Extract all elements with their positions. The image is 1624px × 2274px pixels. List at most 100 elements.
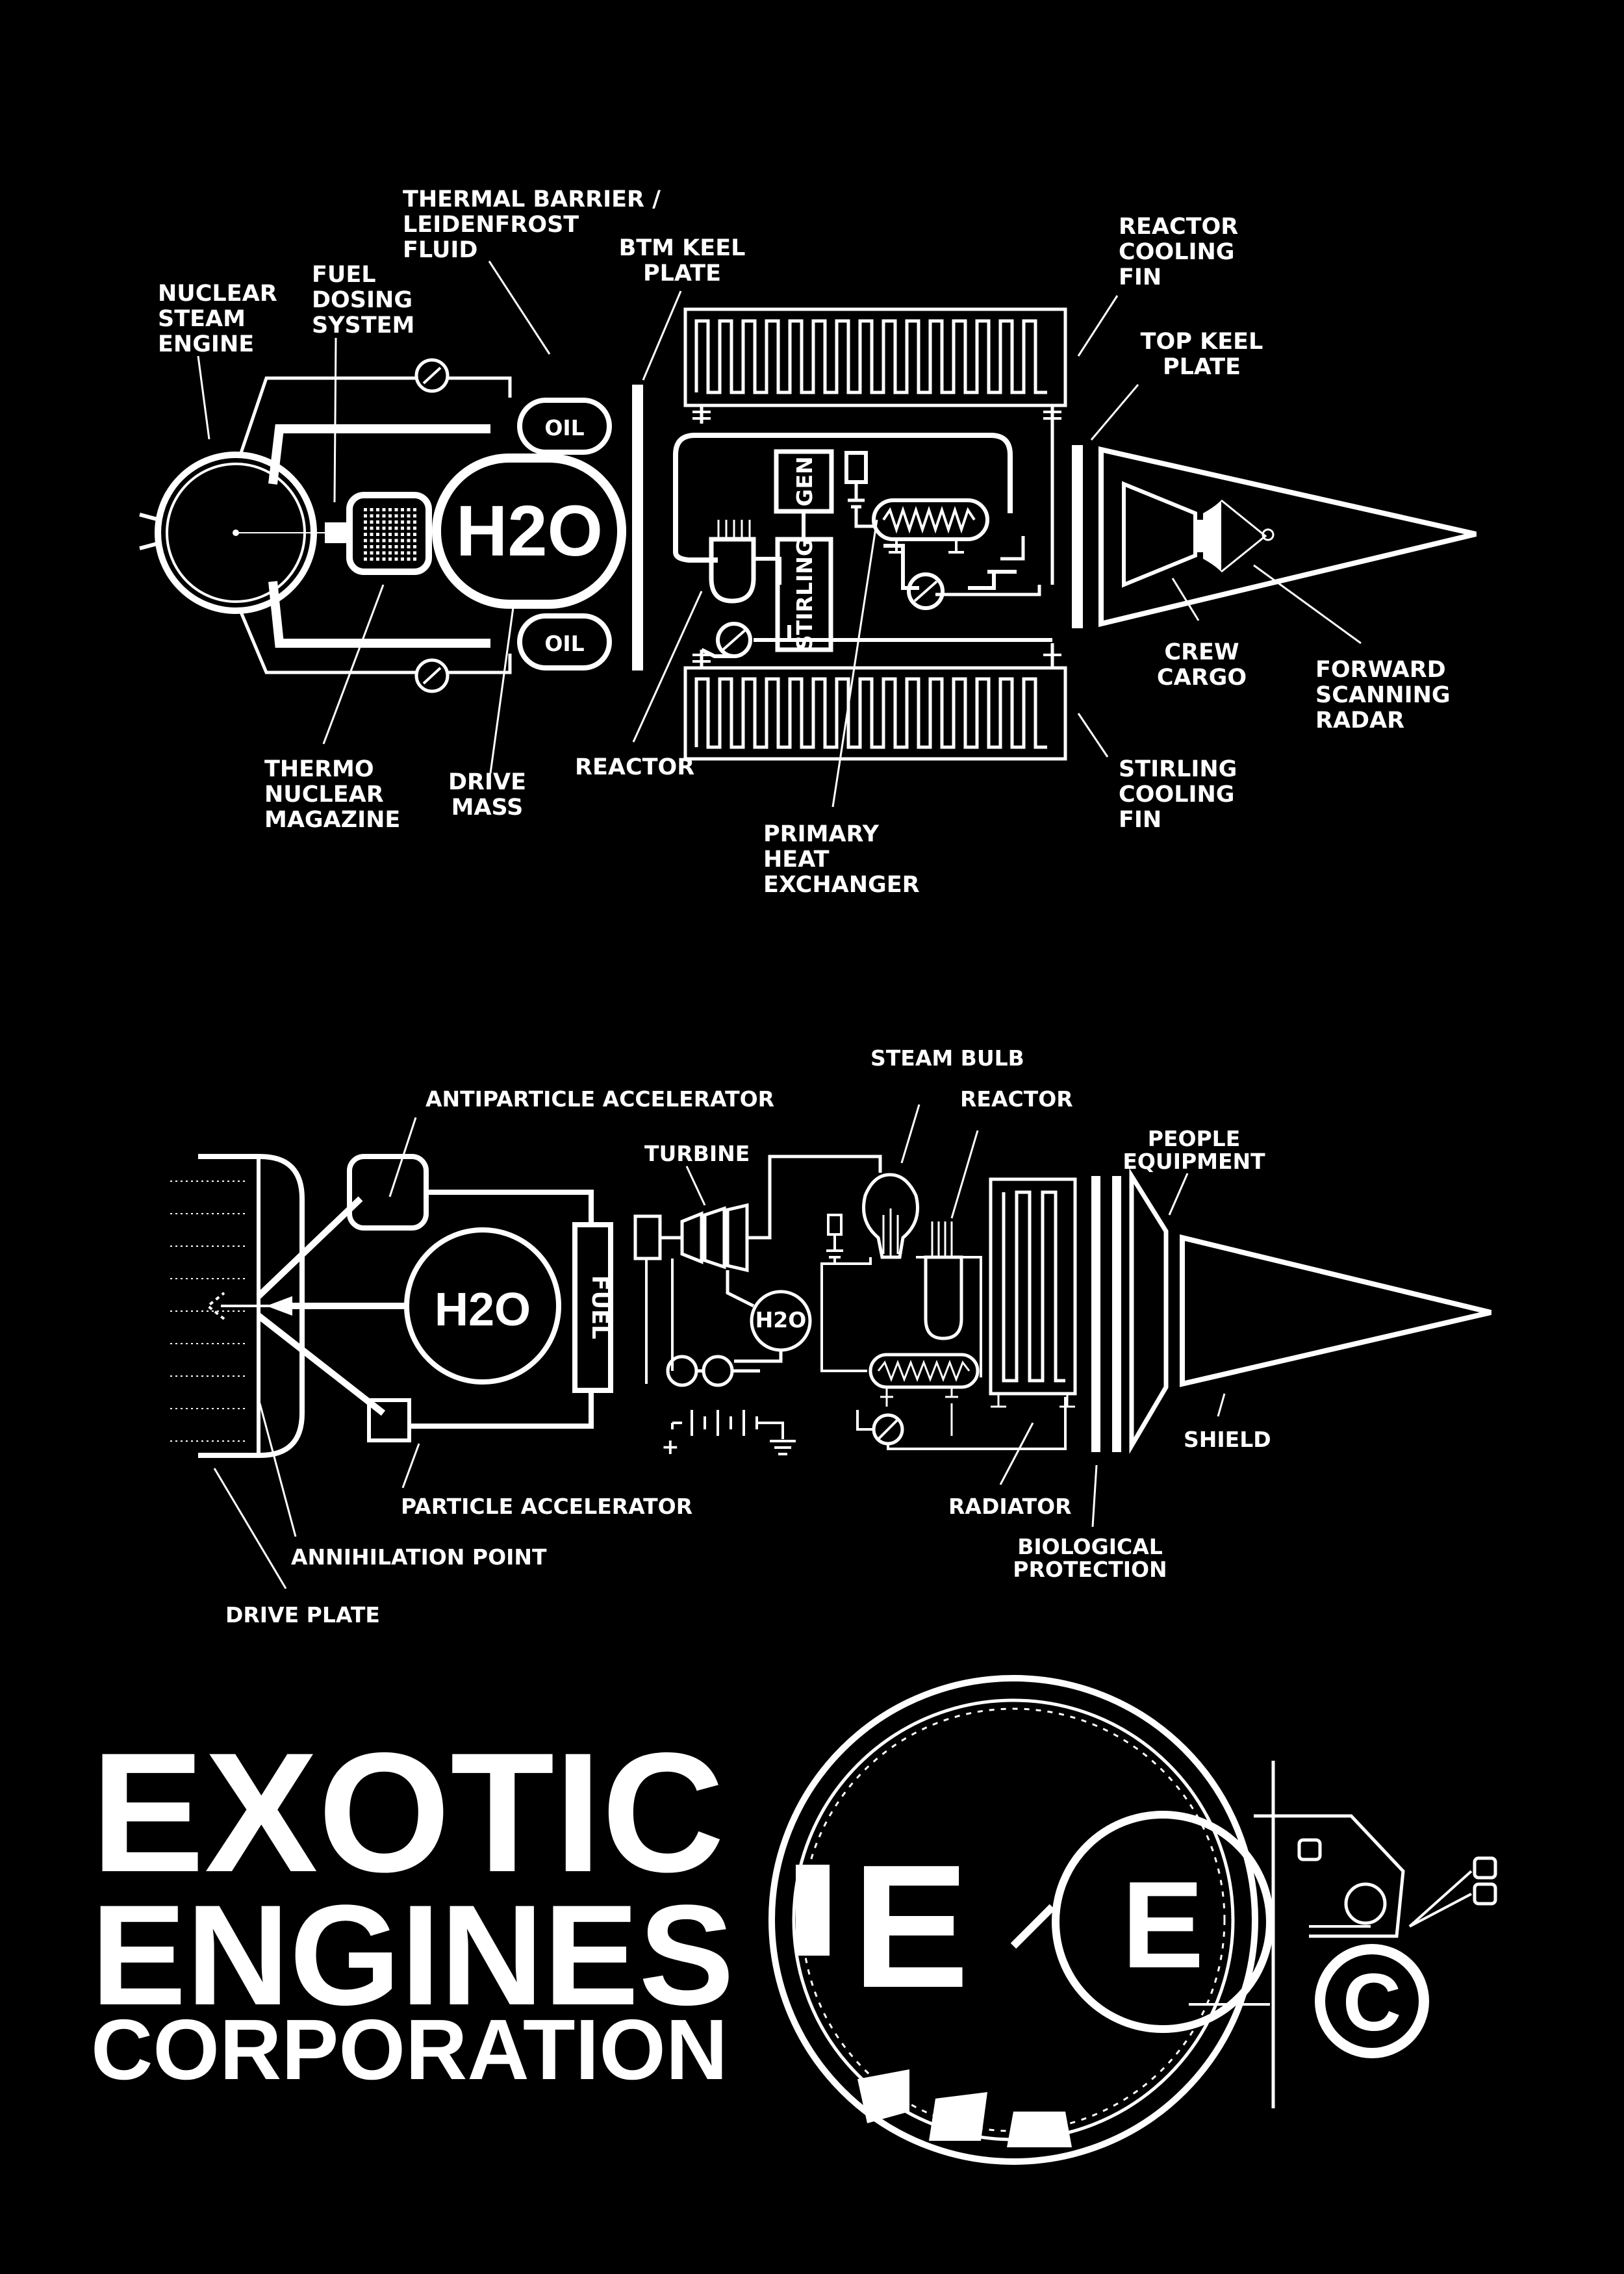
- label-btm-keel-plate: BTM KEEL PLATE: [619, 235, 746, 287]
- pump-left: [716, 622, 752, 658]
- label-people-equipment: PEOPLE EQUIPMENT: [1123, 1126, 1265, 1174]
- brand-line-engines: ENGINES: [91, 1875, 734, 2035]
- h2o-small-label: H2O: [755, 1307, 807, 1333]
- svg-text:BIOLOGICAL: BIOLOGICAL: [1017, 1534, 1163, 1559]
- logo-copyright-c: C: [1343, 1958, 1401, 2048]
- svg-text:EQUIPMENT: EQUIPMENT: [1123, 1149, 1265, 1174]
- h2o-tank-label: H2O: [456, 491, 603, 571]
- svg-text:PLATE: PLATE: [643, 261, 721, 287]
- radiator: [989, 1177, 1077, 1408]
- diagram-nuclear-steam: H2O OIL OIL: [139, 186, 1477, 898]
- h2o-tank: H2O: [432, 454, 626, 609]
- svg-text:FORWARD: FORWARD: [1315, 657, 1446, 683]
- label-antiparticle-accelerator: ANTIPARTICLE ACCELERATOR: [425, 1086, 774, 1112]
- fuel-tank: FUEL: [572, 1222, 613, 1393]
- svg-text:TOP KEEL: TOP KEEL: [1141, 329, 1263, 355]
- heater-element: [844, 451, 989, 554]
- label-forward-scanning-radar: FORWARD SCANNING RADAR: [1315, 657, 1451, 734]
- ee-logo: E E C: [768, 1675, 1497, 2165]
- svg-text:MASS: MASS: [451, 795, 524, 821]
- svg-text:CREW: CREW: [1164, 639, 1239, 665]
- svg-text:FIN: FIN: [1119, 264, 1161, 290]
- svg-text:COOLING: COOLING: [1119, 782, 1235, 808]
- oil-top-label: OIL: [544, 415, 584, 441]
- battery-ground-icon: +: [661, 1410, 796, 1459]
- label-particle-accelerator: PARTICLE ACCELERATOR: [401, 1494, 692, 1519]
- svg-text:FLUID: FLUID: [403, 237, 477, 263]
- label-radiator: RADIATOR: [948, 1494, 1072, 1519]
- svg-text:FUEL: FUEL: [312, 262, 376, 288]
- switch-icon: [820, 1214, 872, 1372]
- svg-text:NUCLEAR: NUCLEAR: [264, 782, 384, 808]
- svg-text:+: +: [661, 1434, 679, 1459]
- label-thermo-nuclear-magazine: THERMO NUCLEAR MAGAZINE: [264, 756, 400, 833]
- reactor-element-2: [916, 1221, 982, 1377]
- stirling-engine: STIRLING: [775, 511, 833, 652]
- svg-text:EXCHANGER: EXCHANGER: [763, 872, 920, 898]
- logo-letter-e2: E: [1122, 1856, 1204, 1994]
- label-reactor-2: REACTOR: [960, 1086, 1073, 1112]
- particle-accelerator: [367, 1398, 411, 1442]
- top-keel-plate: [1072, 445, 1083, 628]
- stirling-cooling-fin: [683, 666, 1067, 761]
- brand-line-corporation: CORPORATION: [91, 2002, 728, 2097]
- label-crew-cargo: CREW CARGO: [1157, 639, 1247, 691]
- h2o-tank-2: H2O: [404, 1227, 561, 1385]
- heater-element-2: [869, 1353, 980, 1436]
- label-shield: SHIELD: [1184, 1427, 1271, 1452]
- svg-text:DRIVE: DRIVE: [448, 769, 526, 795]
- label-steam-bulb: STEAM BULB: [870, 1045, 1024, 1071]
- label-primary-heat-exchanger: PRIMARY HEAT EXCHANGER: [763, 821, 920, 898]
- svg-text:LEIDENFROST: LEIDENFROST: [403, 212, 579, 238]
- btm-keel-plate: [632, 385, 643, 671]
- stirling-label: STIRLING: [792, 539, 817, 650]
- label-thermal-barrier: THERMAL BARRIER / LEIDENFROST FLUID: [403, 186, 661, 263]
- diagram-antimatter: H2O FUEL H2O +: [170, 1045, 1491, 1628]
- fuel-dosing-system: [325, 492, 432, 575]
- label-nuclear-steam-engine: NUCLEAR STEAM ENGINE: [158, 281, 277, 357]
- brand-line-exotic: EXOTIC: [91, 1717, 724, 1908]
- svg-text:THERMAL BARRIER /: THERMAL BARRIER /: [403, 186, 661, 212]
- label-reactor-cooling-fin: REACTOR COOLING FIN: [1119, 214, 1238, 290]
- logo-letter-e1: E: [852, 1829, 969, 2025]
- svg-text:PEOPLE: PEOPLE: [1148, 1126, 1241, 1151]
- h2o-small: H2O: [750, 1290, 812, 1352]
- svg-text:SYSTEM: SYSTEM: [312, 313, 414, 339]
- label-stirling-cooling-fin: STIRLING COOLING FIN: [1119, 756, 1237, 833]
- people-equipment-module: [1129, 1168, 1169, 1454]
- svg-text:MAGAZINE: MAGAZINE: [264, 807, 400, 833]
- svg-text:NUCLEAR: NUCLEAR: [158, 281, 277, 307]
- svg-text:ENGINE: ENGINE: [158, 331, 254, 357]
- svg-text:PRIMARY: PRIMARY: [763, 821, 880, 847]
- svg-text:SCANNING: SCANNING: [1315, 682, 1451, 708]
- valve-top: [414, 358, 450, 393]
- svg-text:DOSING: DOSING: [312, 287, 412, 313]
- svg-text:PLATE: PLATE: [1163, 354, 1241, 380]
- svg-text:STIRLING: STIRLING: [1119, 756, 1237, 782]
- pump-right: [907, 572, 945, 610]
- svg-text:BTM KEEL: BTM KEEL: [619, 235, 746, 261]
- valve-bottom: [414, 658, 450, 693]
- label-turbine: TURBINE: [644, 1141, 750, 1166]
- label-drive-plate: DRIVE PLATE: [225, 1602, 380, 1628]
- reactor-cooling-fin: [683, 307, 1067, 407]
- label-reactor-1: REACTOR: [575, 754, 694, 780]
- oil-tank-top: OIL: [517, 398, 612, 455]
- nuclear-steam-engine: [139, 452, 338, 614]
- fuel-label: FUEL: [587, 1275, 613, 1340]
- svg-text:THERMO: THERMO: [264, 756, 374, 782]
- svg-text:HEAT: HEAT: [763, 847, 830, 873]
- svg-text:CARGO: CARGO: [1157, 665, 1247, 691]
- svg-text:COOLING: COOLING: [1119, 239, 1235, 265]
- label-top-keel-plate: TOP KEEL PLATE: [1141, 329, 1263, 380]
- svg-text:REACTOR: REACTOR: [1119, 214, 1238, 240]
- svg-text:PROTECTION: PROTECTION: [1013, 1557, 1167, 1582]
- turbine: [633, 1155, 882, 1384]
- shield-cone: [1180, 1234, 1491, 1388]
- label-drive-mass: DRIVE MASS: [448, 769, 526, 821]
- svg-text:FIN: FIN: [1119, 807, 1161, 833]
- dot-grid-icon: [364, 508, 416, 561]
- biological-protection: [1091, 1176, 1121, 1452]
- label-biological-protection: BIOLOGICAL PROTECTION: [1013, 1534, 1167, 1582]
